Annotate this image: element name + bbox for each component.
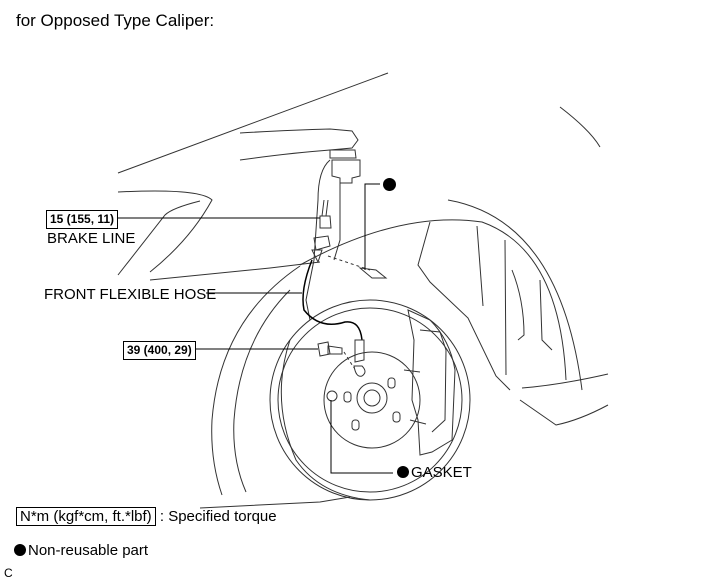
brake-line-fitting — [319, 215, 332, 229]
legend-nonreusable-text: Non-reusable part — [28, 542, 149, 559]
gasket-part — [326, 390, 338, 402]
front-flexible-hose-label: FRONT FLEXIBLE HOSE — [44, 286, 217, 303]
fender-edge — [519, 373, 609, 426]
page-title: for Opposed Type Caliper: — [16, 11, 215, 30]
hub-center — [356, 382, 388, 414]
legend-torque-units: N*m (kgf*cm, ft.*lbf) — [16, 507, 156, 526]
flex-hose — [302, 259, 363, 341]
upper-arm — [239, 128, 359, 161]
corner-mark: C — [4, 566, 13, 580]
rotor-edge — [280, 339, 371, 501]
gasket-label: GASKET — [411, 464, 472, 481]
knuckle-upper — [305, 159, 341, 321]
ball-joint — [329, 149, 361, 184]
legend-torque-desc: : Specified torque — [159, 508, 277, 525]
legend-torque: N*m (kgf*cm, ft.*lbf) : Specified torque — [16, 507, 277, 526]
fender-bottom — [199, 496, 351, 509]
hose-bracket-dash — [327, 255, 371, 271]
brake-line-torque-spec: 15 (155, 11) — [46, 210, 119, 229]
non-reusable-marker-icon — [14, 544, 26, 556]
union-bolt — [317, 341, 343, 357]
hood-line — [117, 72, 389, 174]
hose-union — [353, 339, 366, 377]
brake-line-tubes — [321, 199, 329, 217]
well-detail — [417, 221, 553, 391]
union-bolt-torque-spec: 39 (400, 29) — [123, 341, 196, 360]
caliper-body — [407, 309, 456, 456]
wheel-studs — [343, 377, 401, 431]
body-arc — [559, 106, 601, 148]
wheel-well-inner — [299, 219, 567, 381]
flex-hose-fitting — [311, 235, 331, 264]
leader-clip — [364, 183, 380, 270]
legend-nonreusable: Non-reusable part — [14, 542, 148, 559]
gasket-callout: GASKET — [397, 464, 472, 481]
disc-rotor-ring — [277, 307, 463, 493]
hub-nut — [363, 389, 381, 407]
hose-bracket-clip — [358, 267, 388, 279]
tire-arc-inner — [233, 289, 291, 493]
tire-arc — [211, 265, 301, 496]
brake-line-label: BRAKE LINE — [47, 230, 136, 247]
non-reusable-marker-icon — [397, 466, 409, 478]
wheel-well-outer — [447, 199, 583, 391]
hub-face — [323, 351, 421, 449]
leader-gasket — [330, 400, 393, 474]
fender-curve-top — [117, 190, 213, 273]
caliper-detail — [403, 329, 447, 433]
non-reusable-clip-marker-icon — [383, 178, 396, 191]
fender-inner — [117, 200, 201, 276]
fender-lower — [149, 261, 321, 281]
